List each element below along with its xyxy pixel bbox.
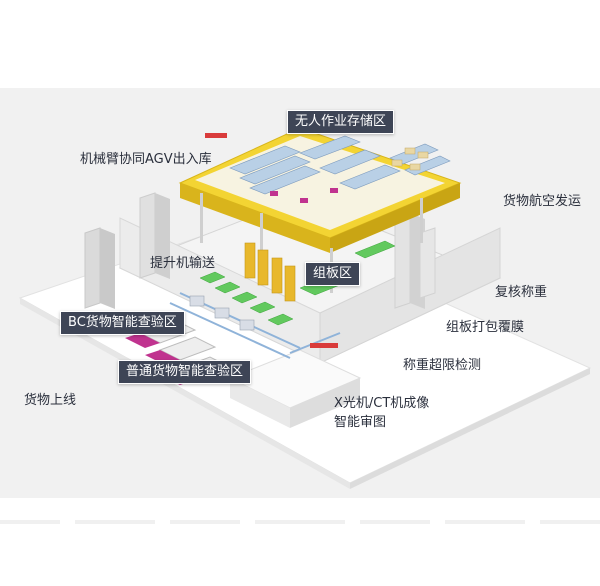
label-recheck-weigh: 复核称重 — [495, 285, 548, 300]
label-unmanned-storage: 无人作业存储区 — [287, 110, 395, 134]
warehouse-diagram: 无人作业存储区 机械臂协同AGV出入库 货物航空发运 提升机输送 组板区 复核称… — [0, 88, 600, 498]
label-general-inspection: 普通货物智能查验区 — [118, 360, 252, 384]
label-cargo-online: 货物上线 — [24, 393, 77, 408]
label-bc-inspection: BC货物智能查验区 — [60, 311, 185, 335]
ground-edge — [20, 298, 350, 489]
label-xray-ct: X光机/CT机成像 智能审图 — [334, 394, 429, 432]
label-robot-arm-agv: 机械臂协同AGV出入库 — [80, 152, 212, 167]
front-outbuilding-right — [290, 378, 360, 428]
tower-left-a-face — [100, 228, 115, 309]
storage-goods — [391, 147, 429, 171]
label-overweight-check: 称重超限检测 — [403, 358, 482, 373]
label-pallet-wrap: 组板打包覆膜 — [446, 320, 525, 335]
storage-deck-edge-right — [330, 183, 460, 253]
tower-right-b — [419, 227, 436, 299]
red-sign — [310, 343, 338, 348]
label-xray-ct-line1: X光机/CT机成像 — [334, 396, 430, 411]
tower-right-a — [394, 212, 411, 309]
agv-robots — [270, 188, 338, 203]
label-pallet-zone: 组板区 — [305, 262, 361, 286]
tower-left-b-face — [155, 193, 170, 279]
bottom-divider — [0, 520, 600, 526]
scanner-machines — [189, 295, 255, 331]
lift-columns — [244, 242, 296, 302]
ground-edge-right — [350, 368, 590, 489]
front-outbuilding-left — [230, 378, 290, 428]
label-air-shipping: 货物航空发运 — [503, 194, 582, 209]
storage-deck-edge-left — [180, 183, 330, 253]
isometric-warehouse — [18, 127, 592, 489]
label-lift-conveyor: 提升机输送 — [150, 256, 216, 271]
tower-left-a — [84, 227, 101, 309]
label-xray-ct-line2: 智能审图 — [334, 415, 387, 430]
red-sign-top — [205, 133, 227, 138]
